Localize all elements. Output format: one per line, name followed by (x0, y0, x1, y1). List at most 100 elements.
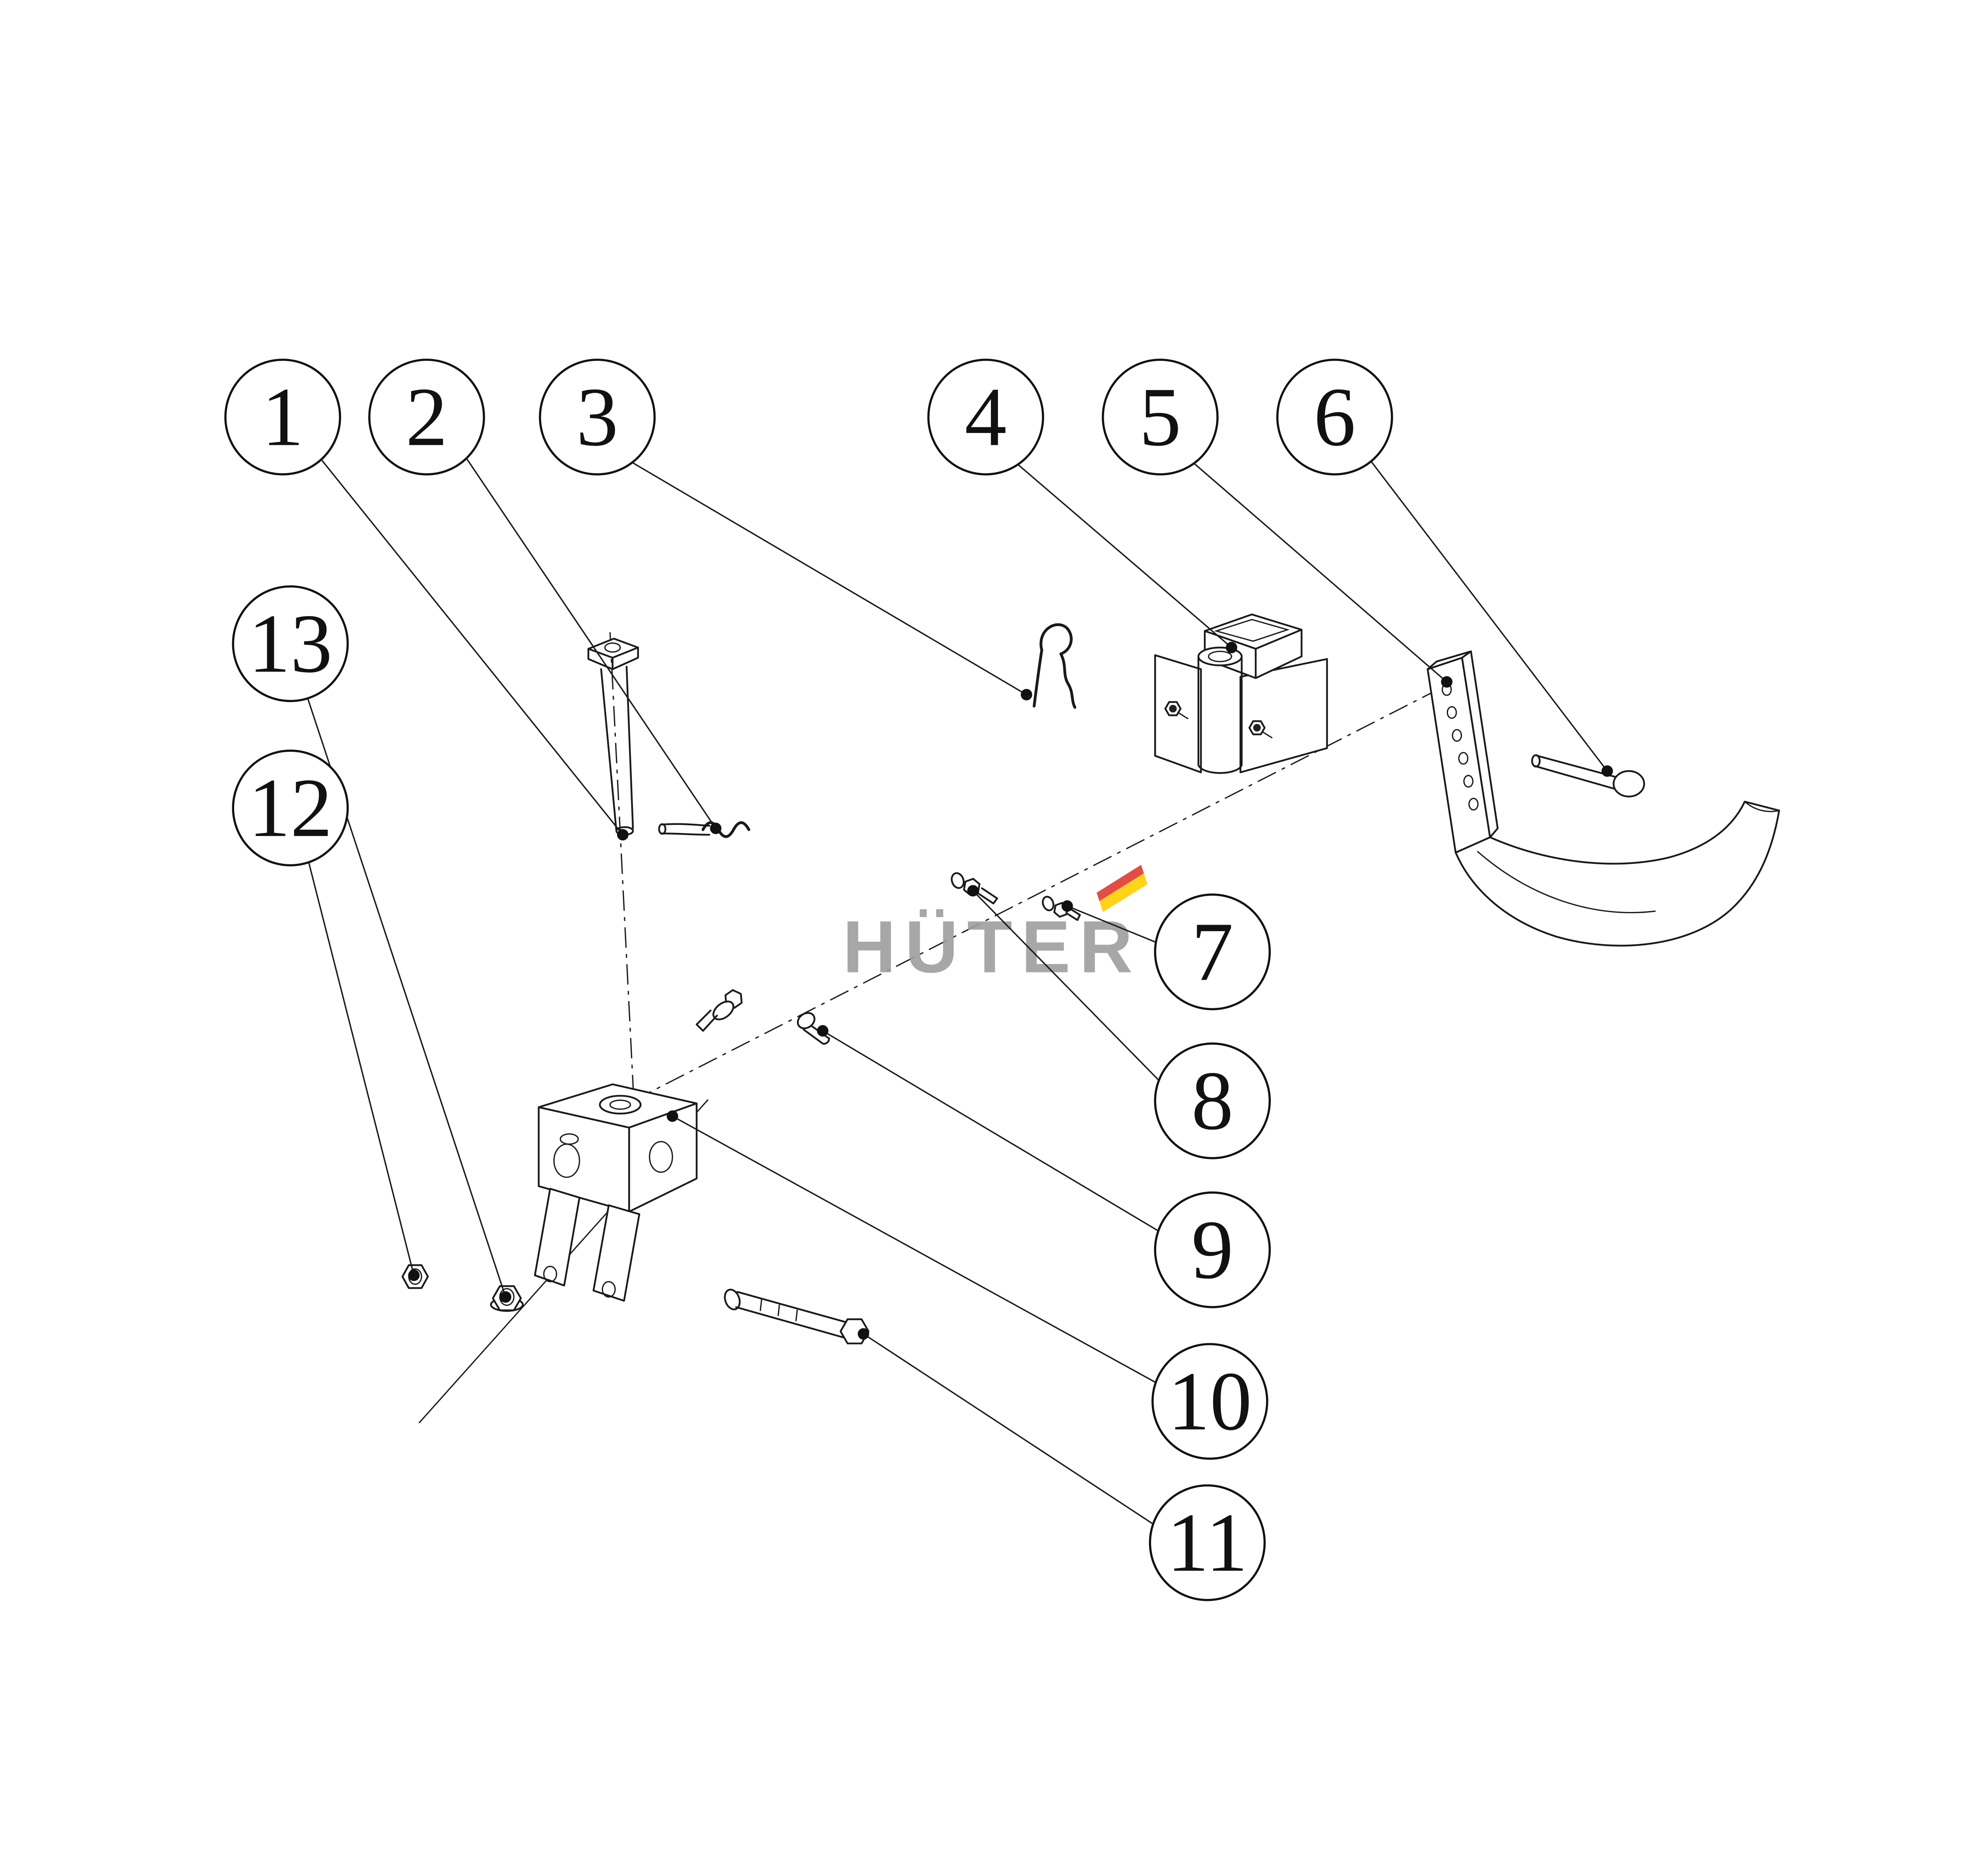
part-bolt-7 (1042, 896, 1081, 921)
vertical-tube-body (1197, 657, 1243, 774)
callout-13: 13 (232, 585, 349, 702)
callout-3: 3 (539, 359, 656, 475)
callout-11: 11 (1149, 1484, 1266, 1601)
part-punched-bar-hook (1427, 650, 1780, 947)
leader-dot (1225, 642, 1237, 654)
callout-1-circle (224, 359, 341, 475)
leader-dot (710, 823, 722, 834)
leader-dot (1021, 689, 1033, 700)
cotter-right-leg (1059, 652, 1076, 709)
leader-dot (817, 1025, 829, 1037)
hook-fold-lines (1477, 801, 1780, 914)
bar-hole (1468, 797, 1479, 811)
callout-2: 2 (368, 359, 485, 475)
leader-2 (465, 457, 722, 834)
leader-1 (320, 458, 629, 841)
callout-13-label: 13 (248, 597, 332, 690)
watermark-text: HÜTER (843, 906, 1142, 988)
bar-hole (1458, 752, 1469, 765)
leader-7 (1061, 900, 1158, 944)
callout-10-circle (1151, 1343, 1268, 1460)
bracket-left-hole (553, 1143, 580, 1178)
pin-head (797, 1012, 815, 1029)
bolt-center (1169, 704, 1177, 713)
callout-5: 5 (1102, 359, 1219, 475)
hook-band (1454, 801, 1780, 947)
callout-9-label: 9 (1191, 1203, 1233, 1296)
receiver-tube-opening (1214, 619, 1290, 642)
bolt-shaft (1177, 712, 1189, 720)
callouts: 1 2 3 4 5 6 13 12 7 8 9 10 11 (224, 359, 1393, 1601)
leader-dot (1601, 765, 1613, 777)
bolt-threads (759, 1299, 798, 1321)
leader-dot (500, 1291, 512, 1303)
callout-7: 7 (1154, 893, 1271, 1011)
bracket-right-hole (648, 1141, 673, 1173)
part-lift-pin (587, 638, 639, 836)
callout-4-circle (927, 359, 1044, 475)
part-clevis-pin (1531, 754, 1645, 797)
callout-2-label: 2 (406, 371, 448, 464)
receiver-bolt-right (1248, 720, 1273, 739)
clip-wave (701, 821, 750, 838)
leader-dot (1441, 676, 1453, 688)
callout-10-label: 10 (1168, 1355, 1252, 1448)
leader-4 (1017, 464, 1237, 654)
part-hairpin-cotter (1033, 623, 1076, 709)
cotter-loop (1039, 623, 1073, 656)
part-pin-9 (797, 1012, 830, 1045)
callout-7-circle (1154, 893, 1271, 1011)
callout-13-circle (232, 585, 349, 702)
callout-9-circle (1154, 1191, 1271, 1308)
bolt-washer (1042, 896, 1054, 912)
bolt-center (1253, 724, 1261, 732)
clevis-pin-head (1613, 770, 1645, 797)
watermark-logo: HÜTER (843, 865, 1147, 988)
vertical-tube-bore (1208, 650, 1232, 662)
callout-4: 4 (927, 359, 1044, 475)
bolt-washer (724, 1288, 741, 1310)
leader-dot (967, 885, 979, 897)
callout-5-label: 5 (1139, 371, 1181, 464)
callout-10: 10 (1151, 1343, 1268, 1460)
watermark-flag-icon (1097, 865, 1147, 912)
centerline-assembly-axis (633, 687, 1441, 1102)
callout-12-label: 12 (248, 761, 332, 854)
lug-2-hole (602, 1281, 616, 1298)
bolt-shaft (977, 887, 998, 904)
callout-11-circle (1149, 1484, 1266, 1601)
callout-8: 8 (1154, 1042, 1271, 1159)
callout-6: 6 (1276, 359, 1393, 475)
leader-dot (858, 1328, 870, 1340)
leader-11 (858, 1328, 1157, 1527)
leader-10 (666, 1110, 1158, 1384)
callout-12: 12 (232, 749, 349, 867)
pin-shaft (600, 665, 634, 832)
leader-12 (307, 860, 420, 1281)
bracket-boss (599, 1095, 642, 1115)
leader-5 (1191, 461, 1453, 688)
lug-1-hole (543, 1265, 557, 1282)
part-flange-bolt-small (695, 989, 743, 1032)
bar-hole (1452, 729, 1462, 742)
callout-2-circle (368, 359, 485, 475)
flag-yellow-stripe (1099, 873, 1147, 912)
clevis-pin-end (1531, 754, 1541, 768)
callout-6-circle (1276, 359, 1393, 475)
callout-9: 9 (1154, 1191, 1271, 1308)
leader-dot (666, 1110, 678, 1122)
leader-dot (617, 829, 629, 841)
callout-3-circle (539, 359, 656, 475)
flag-red-stripe (1097, 865, 1144, 901)
leader-9 (817, 1025, 1161, 1233)
leader-8 (967, 885, 1163, 1085)
callout-6-label: 6 (1314, 371, 1356, 464)
lug-bottom-edges (534, 1275, 625, 1302)
part-long-bolt-11 (724, 1288, 870, 1345)
bar-hole (1446, 706, 1457, 719)
receiver-tube-right (1254, 629, 1303, 679)
receiver-right-plate (1239, 658, 1328, 773)
leader-6 (1370, 460, 1613, 777)
callout-8-label: 8 (1191, 1054, 1233, 1147)
